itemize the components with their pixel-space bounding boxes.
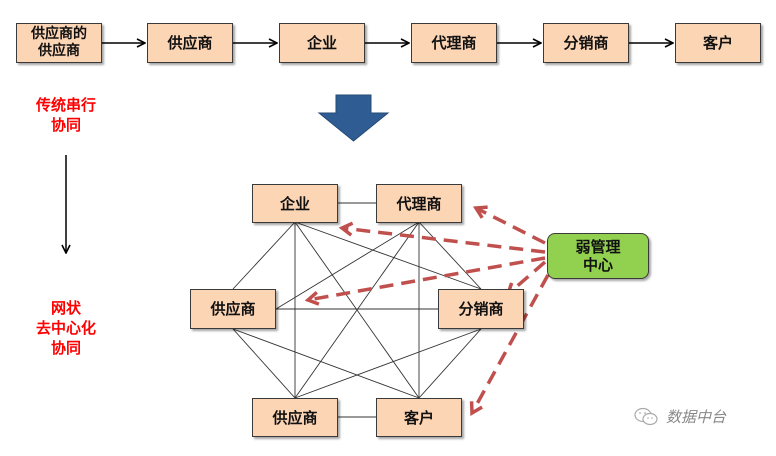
weak-management-center: 弱管理 中心 [547,233,649,279]
link [418,221,482,290]
net-node-customer: 客户 [376,398,462,437]
net-node-agent: 代理商 [376,184,462,223]
watermark-text: 数据中台 [666,408,727,426]
flow-node-customer: 客户 [675,23,761,63]
flow-node-supplier: 供应商 [147,23,233,63]
flow-node-supplier-of-supplier: 供应商的 供应商 [16,23,102,63]
dashed-arrow-to-enterprise [338,221,546,254]
link [294,328,482,399]
label-network-decentralized: 网状 去中心化 协同 [35,299,96,357]
dashed-arrow-to-customer [469,274,550,416]
net-node-supplier-left: 供应商 [190,289,276,329]
big-down-arrow [317,94,390,142]
dashed-arrow-to-supplier [304,256,546,306]
dashed-arrow-to-distributor [505,260,547,297]
flow-node-distributor: 分销商 [543,23,629,63]
link [232,221,296,290]
link [232,328,420,399]
link [275,221,420,310]
net-node-distributor: 分销商 [438,289,524,329]
network-links [232,202,482,418]
management-arrows [304,205,550,416]
dashed-arrow-to-agent [472,205,546,245]
net-node-enterprise: 企业 [252,184,338,223]
link [232,328,296,399]
link [418,328,482,399]
flow-node-enterprise: 企业 [279,23,365,63]
link [294,221,482,290]
net-node-supplier-bottom: 供应商 [252,398,338,437]
watermark: 数据中台 [634,406,726,427]
flow-node-agent: 代理商 [411,23,497,63]
label-traditional-serial: 传统串行 协同 [35,96,96,134]
link [294,221,420,399]
wechat-icon [634,407,658,425]
